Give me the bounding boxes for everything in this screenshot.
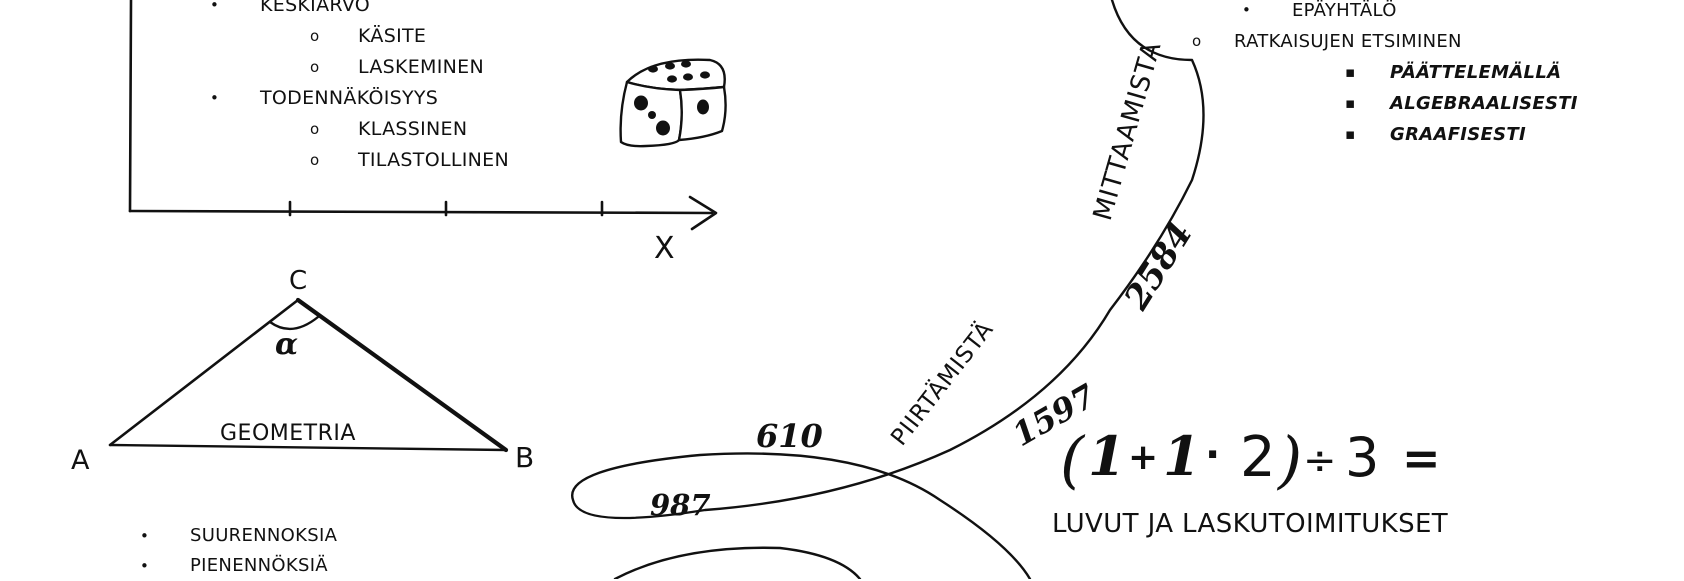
list-bullet: • [140, 527, 150, 545]
list-bullet: • [140, 557, 150, 575]
list-item-text: LASKEMINEN [358, 56, 484, 78]
geometry-list: • SUURENNOKSIA • PIENENNÖKSIÄ [140, 521, 337, 581]
angle-alpha-label: α [275, 327, 298, 362]
angle-arc [268, 315, 320, 330]
expression-equals: = [1402, 431, 1441, 485]
list-bullet: o [310, 151, 320, 169]
list-item: ▪ PÄÄTTELEMÄLLÄ [1242, 57, 1578, 88]
list-item-text: KÄSITE [358, 25, 427, 47]
die-pips [634, 60, 710, 136]
expression-one: 1 [1088, 424, 1126, 488]
list-item: o KLASSINEN [210, 114, 509, 145]
expression-divide: ÷ [1303, 438, 1337, 484]
geometry-label: GEOMETRIA [220, 421, 356, 446]
statistics-list: • KESKIARVO o KÄSITE o LASKEMINEN • TODE… [210, 0, 509, 176]
list-item: • SUURENNOKSIA [140, 521, 337, 551]
spiral-inner-curve [613, 546, 862, 579]
list-item: o TILASTOLLINEN [210, 145, 509, 176]
fibonacci-spiral [571, 0, 1205, 579]
list-bullet: • [210, 89, 220, 107]
list-item-text: TODENNÄKÖISYYS [260, 87, 439, 109]
list-item: o LASKEMINEN [210, 52, 509, 83]
expression-two: 2 [1240, 425, 1276, 490]
list-item: ▪ ALGEBRAALISESTI [1242, 88, 1578, 119]
x-axis-arrowhead [688, 195, 718, 231]
expression-dot: · [1205, 432, 1220, 478]
x-axis-line [128, 209, 714, 215]
vertex-b-label: B [515, 441, 534, 474]
list-item: • KESKIARVO [210, 0, 509, 21]
list-item: • PIENENNÖKSIÄ [140, 551, 337, 581]
triangle-shape [108, 297, 509, 453]
list-bullet: o [310, 27, 320, 45]
list-item: • TODENNÄKÖISYYS [210, 83, 509, 114]
list-item-text: PIENENNÖKSIÄ [190, 555, 328, 576]
triangle-side-ac [108, 298, 300, 447]
expression-three: 3 [1345, 426, 1379, 489]
list-item-text: GRAAFISESTI [1390, 124, 1526, 145]
vertex-a-label: A [71, 445, 90, 476]
list-bullet: o [310, 58, 320, 76]
list-item-text: KESKIARVO [260, 0, 371, 16]
list-bullet: • [210, 0, 220, 14]
vertex-c-label: C [289, 266, 307, 296]
die-icon [619, 58, 727, 148]
list-item: o KÄSITE [210, 21, 509, 52]
list-bullet: ▪ [1345, 63, 1356, 81]
list-bullet: o [1192, 32, 1202, 50]
list-bullet: ▪ [1345, 94, 1356, 112]
list-item: ▪ GRAAFISESTI [1242, 119, 1578, 150]
coordinate-axes [128, 0, 718, 231]
list-item-text: ALGEBRAALISESTI [1390, 93, 1578, 114]
equations-list: • EPÄYHTÄLÖ o RATKAISUJEN ETSIMINEN ▪ PÄ… [1192, 0, 1578, 150]
list-item: o RATKAISUJEN ETSIMINEN [1192, 26, 1578, 57]
list-bullet: • [1242, 1, 1252, 19]
fibonacci-number: 610 [756, 417, 823, 455]
triangle-side-ab [108, 443, 508, 452]
fibonacci-number: 2584 [1116, 215, 1201, 317]
list-bullet: ▪ [1345, 125, 1356, 143]
expression-one: 1 [1163, 424, 1201, 488]
list-item-text: TILASTOLLINEN [358, 149, 509, 171]
triangle-side-bc [295, 297, 509, 453]
list-item-text: PÄÄTTELEMÄLLÄ [1390, 62, 1562, 83]
list-item: • EPÄYHTÄLÖ [1242, 0, 1578, 26]
list-item-text: KLASSINEN [358, 118, 468, 140]
expression-open-paren: ( [1060, 423, 1086, 496]
drawing-label: PIIRTÄMISTÄ [885, 315, 999, 450]
list-item-text: EPÄYHTÄLÖ [1292, 0, 1397, 21]
numbers-operations-label: LUVUT JA LASKUTOIMITUKSET [1052, 509, 1448, 539]
fibonacci-number: 987 [650, 488, 711, 522]
expression-plus: + [1128, 437, 1158, 478]
list-item-text: RATKAISUJEN ETSIMINEN [1234, 31, 1462, 52]
spiral-outer-curve [571, 0, 1205, 579]
measuring-label: MITTAAMISTA [1088, 38, 1168, 224]
list-item-text: SUURENNOKSIA [190, 525, 338, 546]
y-axis-line [128, 0, 133, 213]
expression-close-paren: ) [1276, 423, 1302, 496]
x-axis-label: X [654, 231, 675, 266]
list-bullet: o [310, 120, 320, 138]
arithmetic-expression: ( 1 + 1 · 2 ) ÷ 3 = [1060, 423, 1441, 496]
